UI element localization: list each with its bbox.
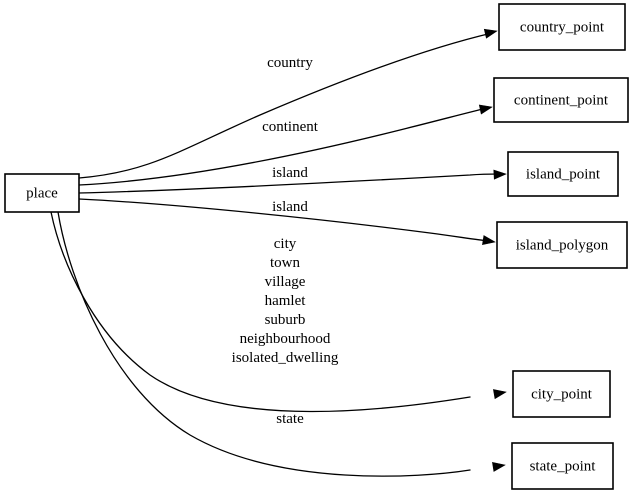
node-label: continent_point (514, 92, 609, 108)
edge-label-line: neighbourhood (240, 331, 331, 347)
node-state_point[interactable]: state_point (511, 442, 614, 490)
node-place[interactable]: place (4, 173, 80, 213)
edge-line (78, 107, 488, 186)
edge-place-country_point[interactable] (78, 27, 498, 179)
node-label: state_point (530, 458, 597, 474)
edge-place-country_point-label: country (267, 55, 313, 71)
edge-line (78, 173, 501, 194)
edge-place-island_point-label: island (272, 165, 308, 181)
edge-place-island_point[interactable] (78, 169, 507, 194)
node-continent_point[interactable]: continent_point (493, 77, 629, 123)
node-island_polygon[interactable]: island_polygon (496, 221, 628, 269)
edge-label-line: suburb (265, 312, 306, 328)
node-country_point[interactable]: country_point (498, 3, 626, 51)
edge-label: island (272, 199, 308, 215)
arrowhead-icon (483, 28, 498, 39)
node-label: city_point (531, 386, 593, 402)
edge-place-city_point[interactable] (50, 211, 507, 413)
node-label: place (26, 185, 58, 201)
node-label: island_polygon (516, 237, 609, 253)
arrowhead-icon (493, 169, 507, 180)
edge-label-line: city (274, 236, 297, 252)
edge-label: country (267, 55, 313, 71)
node-box (493, 77, 629, 123)
edge-place-state_point-label: state (276, 411, 304, 427)
edge-place-city_point-label: city town village hamlet suburb neighbourhood… (232, 236, 339, 366)
edge-label: island (272, 165, 308, 181)
node-island_point[interactable]: island_point (507, 151, 619, 197)
edge-line (50, 211, 471, 413)
arrowhead-icon (493, 389, 507, 400)
node-box (496, 221, 628, 269)
edge-label: continent (262, 119, 319, 135)
edge-place-island_polygon-label: island (272, 199, 308, 215)
edges-layer (50, 27, 507, 477)
edge-line (78, 32, 493, 179)
edge-label-line: isolated_dwelling (232, 350, 339, 366)
arrowhead-icon (482, 235, 496, 246)
node-box (498, 3, 626, 51)
arrowhead-icon (492, 461, 506, 472)
nodes-layer: place country_point continent_point island_… (4, 3, 629, 490)
node-box (511, 442, 614, 490)
edge-line (78, 198, 490, 242)
node-city_point[interactable]: city_point (512, 370, 611, 418)
edge-place-continent_point-label: continent (262, 119, 319, 135)
edge-label: state (276, 411, 304, 427)
edge-labels-layer: country continent island island city town vill… (232, 55, 339, 427)
node-box (4, 173, 80, 213)
edge-line (57, 211, 471, 477)
edge-label-line: village (265, 274, 306, 290)
edge-place-state_point[interactable] (57, 211, 506, 477)
edge-place-continent_point[interactable] (78, 103, 493, 186)
node-box (507, 151, 619, 197)
node-label: island_point (526, 166, 601, 182)
edge-label-line: hamlet (265, 293, 307, 309)
node-box (512, 370, 611, 418)
node-label: country_point (520, 19, 605, 35)
edge-place-island_polygon[interactable] (78, 198, 496, 247)
edge-label-line: town (270, 255, 301, 271)
arrowhead-icon (478, 104, 493, 115)
